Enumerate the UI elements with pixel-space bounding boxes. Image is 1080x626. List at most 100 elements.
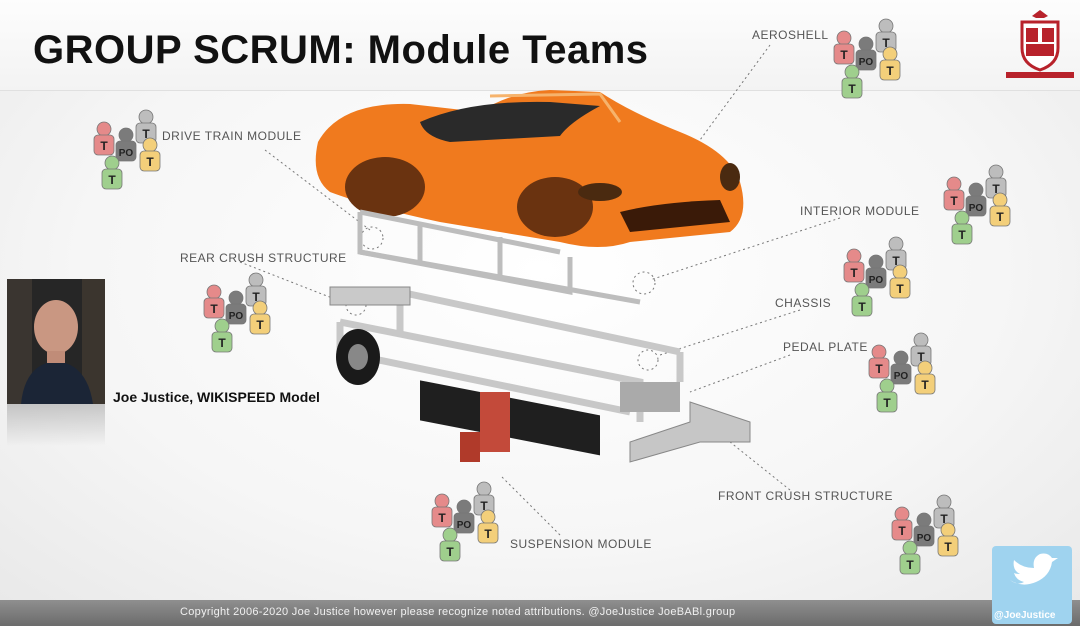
- svg-text:T: T: [886, 64, 894, 78]
- svg-text:T: T: [940, 512, 948, 526]
- team-member-icon: T: [843, 248, 865, 283]
- twitter-bird-icon: [1010, 553, 1058, 585]
- svg-text:T: T: [446, 545, 454, 559]
- twitter-badge[interactable]: [992, 546, 1072, 624]
- svg-text:T: T: [882, 36, 890, 50]
- product-owner-icon: PO: [453, 499, 475, 534]
- label-interior-module: INTERIOR MODULE: [800, 204, 920, 218]
- team-member-icon: T: [477, 509, 499, 544]
- team-member-icon: T: [833, 30, 855, 65]
- team-member-icon: T: [985, 164, 1007, 199]
- svg-text:T: T: [100, 139, 108, 153]
- team-member-icon: T: [139, 137, 161, 172]
- team-member-icon: T: [439, 527, 461, 562]
- presenter-caption: Joe Justice, WIKISPEED Model: [113, 389, 320, 405]
- svg-text:T: T: [480, 499, 488, 513]
- product-owner-icon: PO: [225, 290, 247, 325]
- team-member-icon: T: [473, 481, 495, 516]
- product-owner-icon: PO: [865, 254, 887, 289]
- svg-text:T: T: [950, 194, 958, 208]
- copyright-text: Copyright 2006-2020 Joe Justice however …: [180, 606, 736, 618]
- svg-text:PO: PO: [859, 57, 874, 68]
- team-member-icon: T: [203, 284, 225, 319]
- title-bar: GROUP SCRUM: Module Teams: [0, 0, 1080, 91]
- svg-text:T: T: [892, 254, 900, 268]
- svg-text:T: T: [996, 210, 1004, 224]
- label-aeroshell: AEROSHELL: [752, 28, 829, 42]
- svg-text:T: T: [858, 300, 866, 314]
- team-member-icon: T: [93, 121, 115, 156]
- team-member-icon: T: [211, 318, 233, 353]
- product-owner-icon: PO: [890, 350, 912, 385]
- team-member-icon: T: [943, 176, 965, 211]
- team-member-icon: T: [914, 360, 936, 395]
- svg-text:PO: PO: [869, 275, 884, 286]
- presenter-photo: [7, 279, 105, 404]
- label-pedal-plate: PEDAL PLATE: [783, 340, 868, 354]
- team-member-icon: T: [431, 493, 453, 528]
- team-member-icon: T: [933, 494, 955, 529]
- slide-title: GROUP SCRUM: Module Teams: [33, 28, 649, 72]
- svg-text:T: T: [210, 302, 218, 316]
- label-rear-crush-structure: REAR CRUSH STRUCTURE: [180, 251, 347, 265]
- product-owner-icon: PO: [965, 182, 987, 217]
- team-member-icon: T: [899, 540, 921, 575]
- svg-text:T: T: [850, 266, 858, 280]
- team-member-icon: T: [841, 64, 863, 99]
- svg-text:T: T: [256, 318, 264, 332]
- product-owner-icon: PO: [855, 36, 877, 71]
- svg-text:PO: PO: [457, 520, 472, 531]
- svg-text:T: T: [917, 350, 925, 364]
- svg-text:T: T: [252, 290, 260, 304]
- team-member-icon: T: [891, 506, 913, 541]
- svg-text:PO: PO: [894, 371, 909, 382]
- team-member-icon: T: [951, 210, 973, 245]
- team-member-icon: T: [851, 282, 873, 317]
- label-chassis: CHASSIS: [775, 296, 832, 310]
- svg-text:PO: PO: [229, 311, 244, 322]
- svg-text:PO: PO: [969, 203, 984, 214]
- team-member-icon: T: [876, 378, 898, 413]
- team-member-icon: T: [879, 46, 901, 81]
- svg-text:T: T: [992, 182, 1000, 196]
- team-member-icon: T: [101, 155, 123, 190]
- twitter-handle: @JoeJustice: [994, 610, 1056, 621]
- svg-text:T: T: [883, 396, 891, 410]
- svg-text:PO: PO: [917, 533, 932, 544]
- team-member-icon: T: [989, 192, 1011, 227]
- svg-text:T: T: [906, 558, 914, 572]
- footer-bar: [0, 600, 1080, 626]
- product-owner-icon: PO: [115, 127, 137, 162]
- svg-text:T: T: [958, 228, 966, 242]
- svg-text:T: T: [840, 48, 848, 62]
- svg-text:T: T: [875, 362, 883, 376]
- svg-text:T: T: [438, 511, 446, 525]
- presenter-photo-reflection: [7, 404, 105, 446]
- svg-text:T: T: [944, 540, 952, 554]
- svg-text:PO: PO: [119, 148, 134, 159]
- product-owner-icon: PO: [913, 512, 935, 547]
- svg-text:T: T: [896, 282, 904, 296]
- team-member-icon: T: [249, 300, 271, 335]
- svg-text:T: T: [898, 524, 906, 538]
- label-drive-train-module: DRIVE TRAIN MODULE: [162, 129, 302, 143]
- svg-text:T: T: [484, 527, 492, 541]
- school-crest-logo: [1006, 10, 1074, 78]
- team-member-icon: T: [868, 344, 890, 379]
